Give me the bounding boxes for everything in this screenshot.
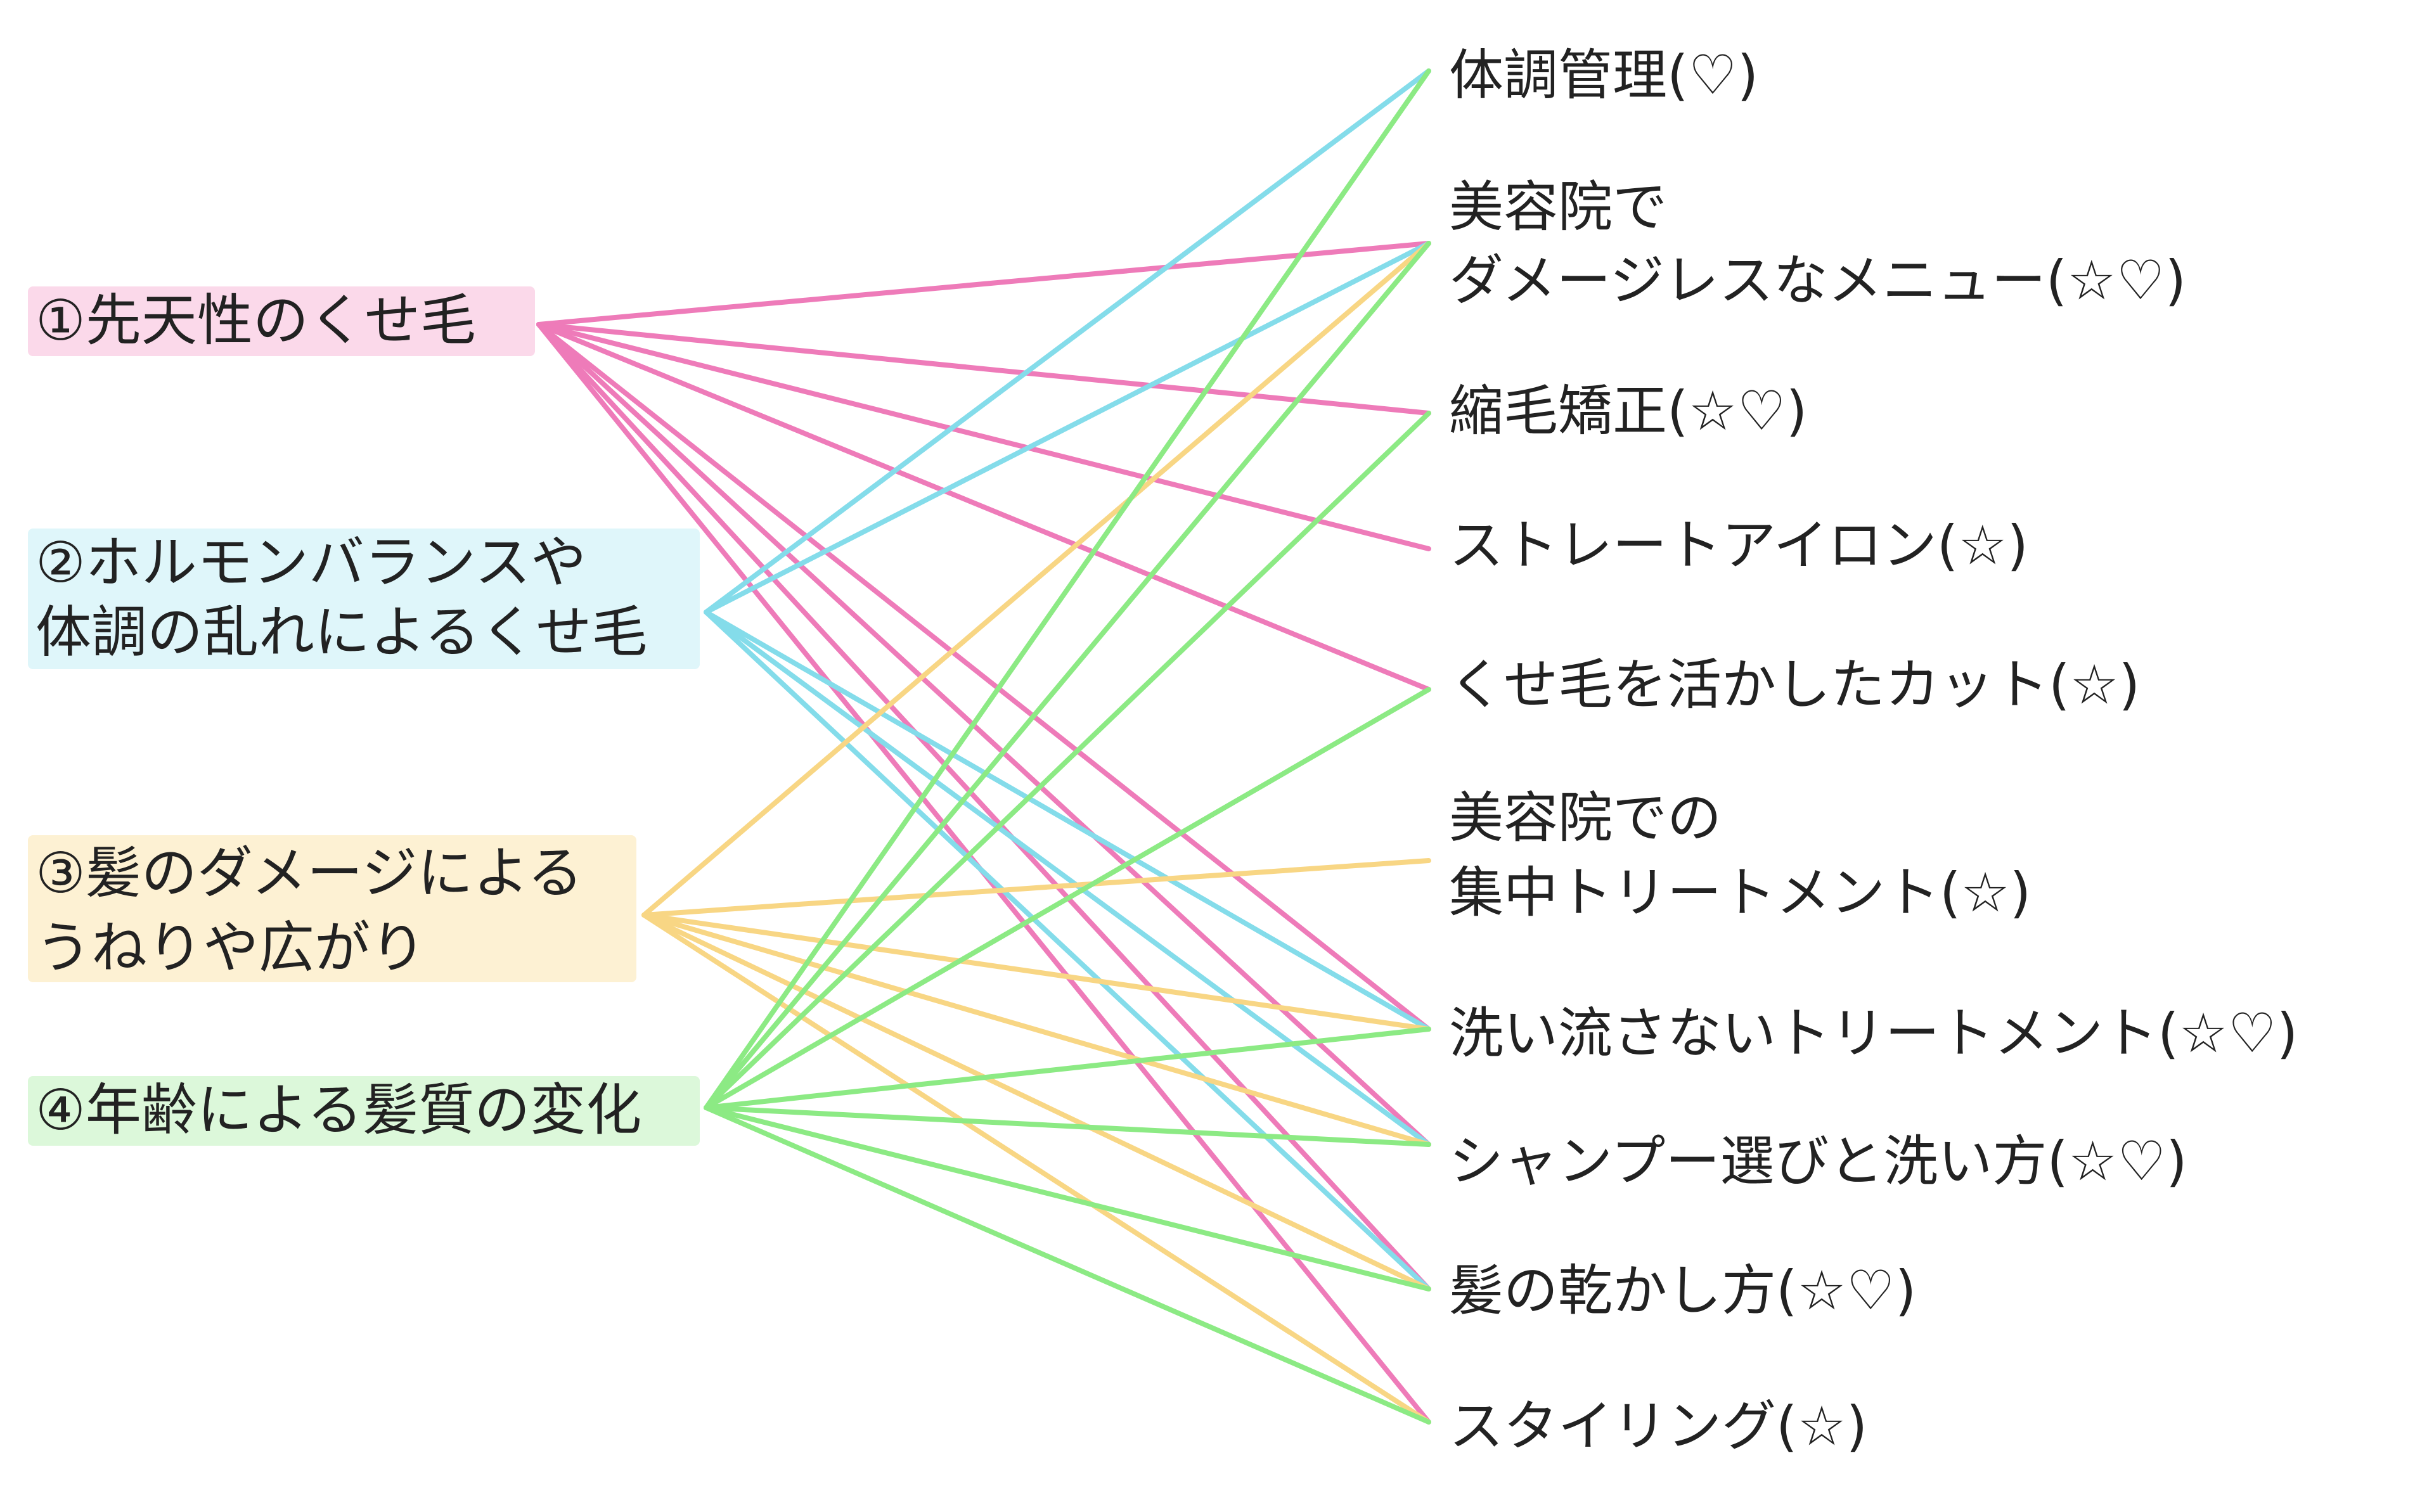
link-c3-s7 bbox=[641, 913, 1431, 1032]
solution-6-line-2: 集中トリートメント(☆) bbox=[1449, 861, 2031, 925]
solution-9-line-1: 髪の乾かし方(☆♡) bbox=[1449, 1259, 1916, 1323]
solution-8-label: シャンプー選びと洗い方(☆♡) bbox=[1449, 1130, 2187, 1193]
cause-2-line-1: ②ホルモンバランスや bbox=[35, 530, 586, 595]
cause-2-line-2: 体調の乱れによるくせ毛 bbox=[35, 599, 647, 665]
solution-5-label: くせ毛を活かしたカット(☆) bbox=[1449, 653, 2140, 717]
link-c4-s7 bbox=[704, 1027, 1431, 1110]
link-c1-s9 bbox=[536, 322, 1431, 1291]
link-c2-s9 bbox=[704, 610, 1431, 1291]
cause-4-line-1: ④年齢による髪質の変化 bbox=[35, 1077, 641, 1143]
solution-10-line-1: スタイリング(☆) bbox=[1449, 1395, 1867, 1458]
link-c4-s5 bbox=[704, 687, 1431, 1110]
link-c1-s2 bbox=[536, 241, 1431, 327]
solution-labels: 体調管理(♡) 美容院で ダメージレスなメニュー(☆♡) 縮毛矯正(☆♡) スト… bbox=[1449, 44, 2298, 1458]
link-c3-s10 bbox=[641, 913, 1431, 1425]
link-c4-s2 bbox=[704, 241, 1431, 1110]
link-c1-s8 bbox=[536, 322, 1431, 1147]
cause-3-highlight bbox=[28, 835, 636, 982]
cause-2-highlight bbox=[28, 529, 700, 669]
solution-3-label: 縮毛矯正(☆♡) bbox=[1449, 380, 1807, 443]
solution-2-label: 美容院で ダメージレスなメニュー(☆♡) bbox=[1449, 176, 2186, 312]
cause-1-label: ①先天性のくせ毛 bbox=[35, 288, 476, 353]
solution-6-label: 美容院での 集中トリートメント(☆) bbox=[1449, 786, 2031, 925]
solution-3-line-1: 縮毛矯正(☆♡) bbox=[1449, 380, 1807, 443]
solution-2-line-2: ダメージレスなメニュー(☆♡) bbox=[1449, 249, 2186, 312]
cause-3-label: ③髪のダメージによる うねりや広がり bbox=[35, 840, 601, 980]
link-c1-s5 bbox=[536, 322, 1431, 692]
solution-7-label: 洗い流さないトリートメント(☆♡) bbox=[1449, 1002, 2298, 1065]
cause-1-line-1: ①先天性のくせ毛 bbox=[35, 288, 476, 353]
solution-5-line-1: くせ毛を活かしたカット(☆) bbox=[1449, 653, 2140, 717]
solution-4-label: ストレートアイロン(☆) bbox=[1449, 514, 2028, 577]
solution-6-line-1: 美容院での bbox=[1449, 786, 1722, 850]
solution-1-line-1: 体調管理(♡) bbox=[1449, 44, 1758, 107]
cause-2-label: ②ホルモンバランスや 体調の乱れによるくせ毛 bbox=[35, 530, 647, 665]
link-c3-s8 bbox=[641, 913, 1431, 1147]
cause-4-label: ④年齢による髪質の変化 bbox=[35, 1077, 641, 1143]
link-c3-s9 bbox=[641, 913, 1431, 1291]
link-c2-s1 bbox=[704, 68, 1431, 615]
link-c3-s2 bbox=[641, 241, 1431, 918]
link-c4-s1 bbox=[704, 68, 1431, 1110]
cause-labels: ①先天性のくせ毛 ②ホルモンバランスや 体調の乱れによるくせ毛 ③髪のダメージに… bbox=[28, 286, 700, 1146]
link-c1-s4 bbox=[536, 322, 1431, 551]
solution-2-line-1: 美容院で bbox=[1449, 176, 1667, 239]
connection-lines bbox=[536, 68, 1431, 1425]
cause-3-line-1: ③髪のダメージによる bbox=[35, 840, 583, 906]
link-c4-s8 bbox=[704, 1105, 1431, 1147]
link-c4-s10 bbox=[704, 1105, 1431, 1425]
solution-4-line-1: ストレートアイロン(☆) bbox=[1449, 514, 2028, 577]
link-c2-s8 bbox=[704, 610, 1431, 1147]
link-c3-s6 bbox=[641, 858, 1431, 918]
cause-3-line-2: うねりや広がり bbox=[35, 915, 426, 980]
cause-1-highlight bbox=[28, 286, 535, 356]
link-c4-s3 bbox=[704, 411, 1431, 1110]
link-c4-s9 bbox=[704, 1105, 1431, 1291]
link-c2-s2 bbox=[704, 241, 1431, 615]
solution-1-label: 体調管理(♡) bbox=[1449, 44, 1758, 107]
solution-8-line-1: シャンプー選びと洗い方(☆♡) bbox=[1449, 1130, 2187, 1193]
cause-4-highlight bbox=[28, 1076, 700, 1146]
solution-10-label: スタイリング(☆) bbox=[1449, 1395, 1867, 1458]
solution-7-line-1: 洗い流さないトリートメント(☆♡) bbox=[1449, 1002, 2298, 1065]
link-c1-s3 bbox=[536, 322, 1431, 416]
link-c1-s7 bbox=[536, 322, 1431, 1032]
link-c2-s7 bbox=[704, 610, 1431, 1032]
solution-9-label: 髪の乾かし方(☆♡) bbox=[1449, 1259, 1916, 1323]
